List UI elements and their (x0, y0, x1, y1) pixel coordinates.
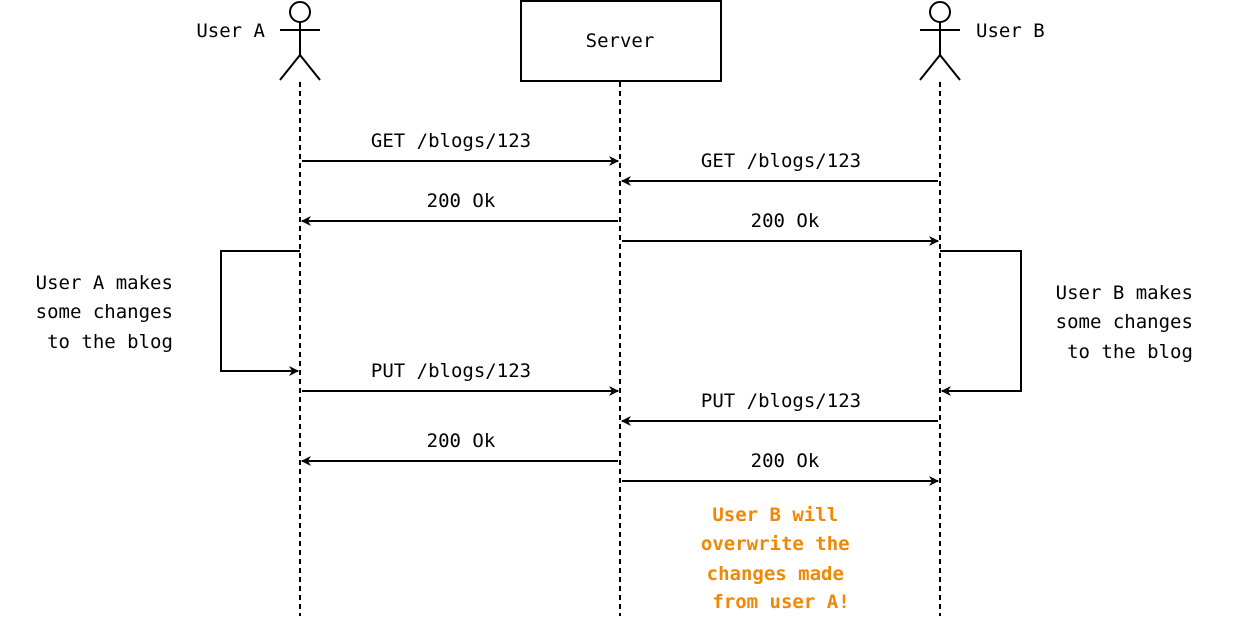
user-a-note-line: User A makes (36, 272, 173, 294)
a-get-label: GET /blogs/123 (371, 130, 531, 152)
user-a-label: User A (196, 20, 265, 42)
warning-note-line: from user A! (712, 591, 849, 613)
b-get-label: GET /blogs/123 (701, 150, 861, 172)
user-a-actor-icon (279, 1, 321, 81)
user-a-note: User A makes some changes to the blog (36, 272, 185, 353)
user-a-note-line: to the blog (47, 331, 173, 353)
b-put-label: PUT /blogs/123 (701, 390, 861, 412)
server-ok-to-a-label-1: 200 Ok (427, 190, 496, 212)
user-b-note-line: some changes (1056, 311, 1193, 333)
server-ok-to-b-label-1: 200 Ok (751, 210, 820, 232)
user-b-note-line: to the blog (1067, 341, 1193, 363)
server-ok-to-b-label-2: 200 Ok (751, 450, 820, 472)
user-b-label: User B (976, 20, 1045, 42)
user-b-note: User B makes some changes to the blog (1056, 282, 1205, 363)
server-box (520, 0, 722, 82)
user-b-actor-icon (919, 1, 961, 81)
a-put-label: PUT /blogs/123 (371, 360, 531, 382)
warning-note-line: User B will (712, 504, 838, 526)
warning-note: User B will overwrite the changes made f… (701, 504, 861, 613)
user-b-note-line: User B makes (1056, 282, 1193, 304)
user-a-note-line: some changes (36, 301, 173, 323)
server-label: Server (586, 30, 655, 52)
user-a-self-loop-arrow (220, 250, 300, 376)
server-ok-to-a-label-2: 200 Ok (427, 430, 496, 452)
warning-note-line: overwrite the (701, 533, 850, 555)
user-b-self-loop-arrow (940, 250, 1022, 396)
warning-note-line: changes made (707, 563, 844, 585)
